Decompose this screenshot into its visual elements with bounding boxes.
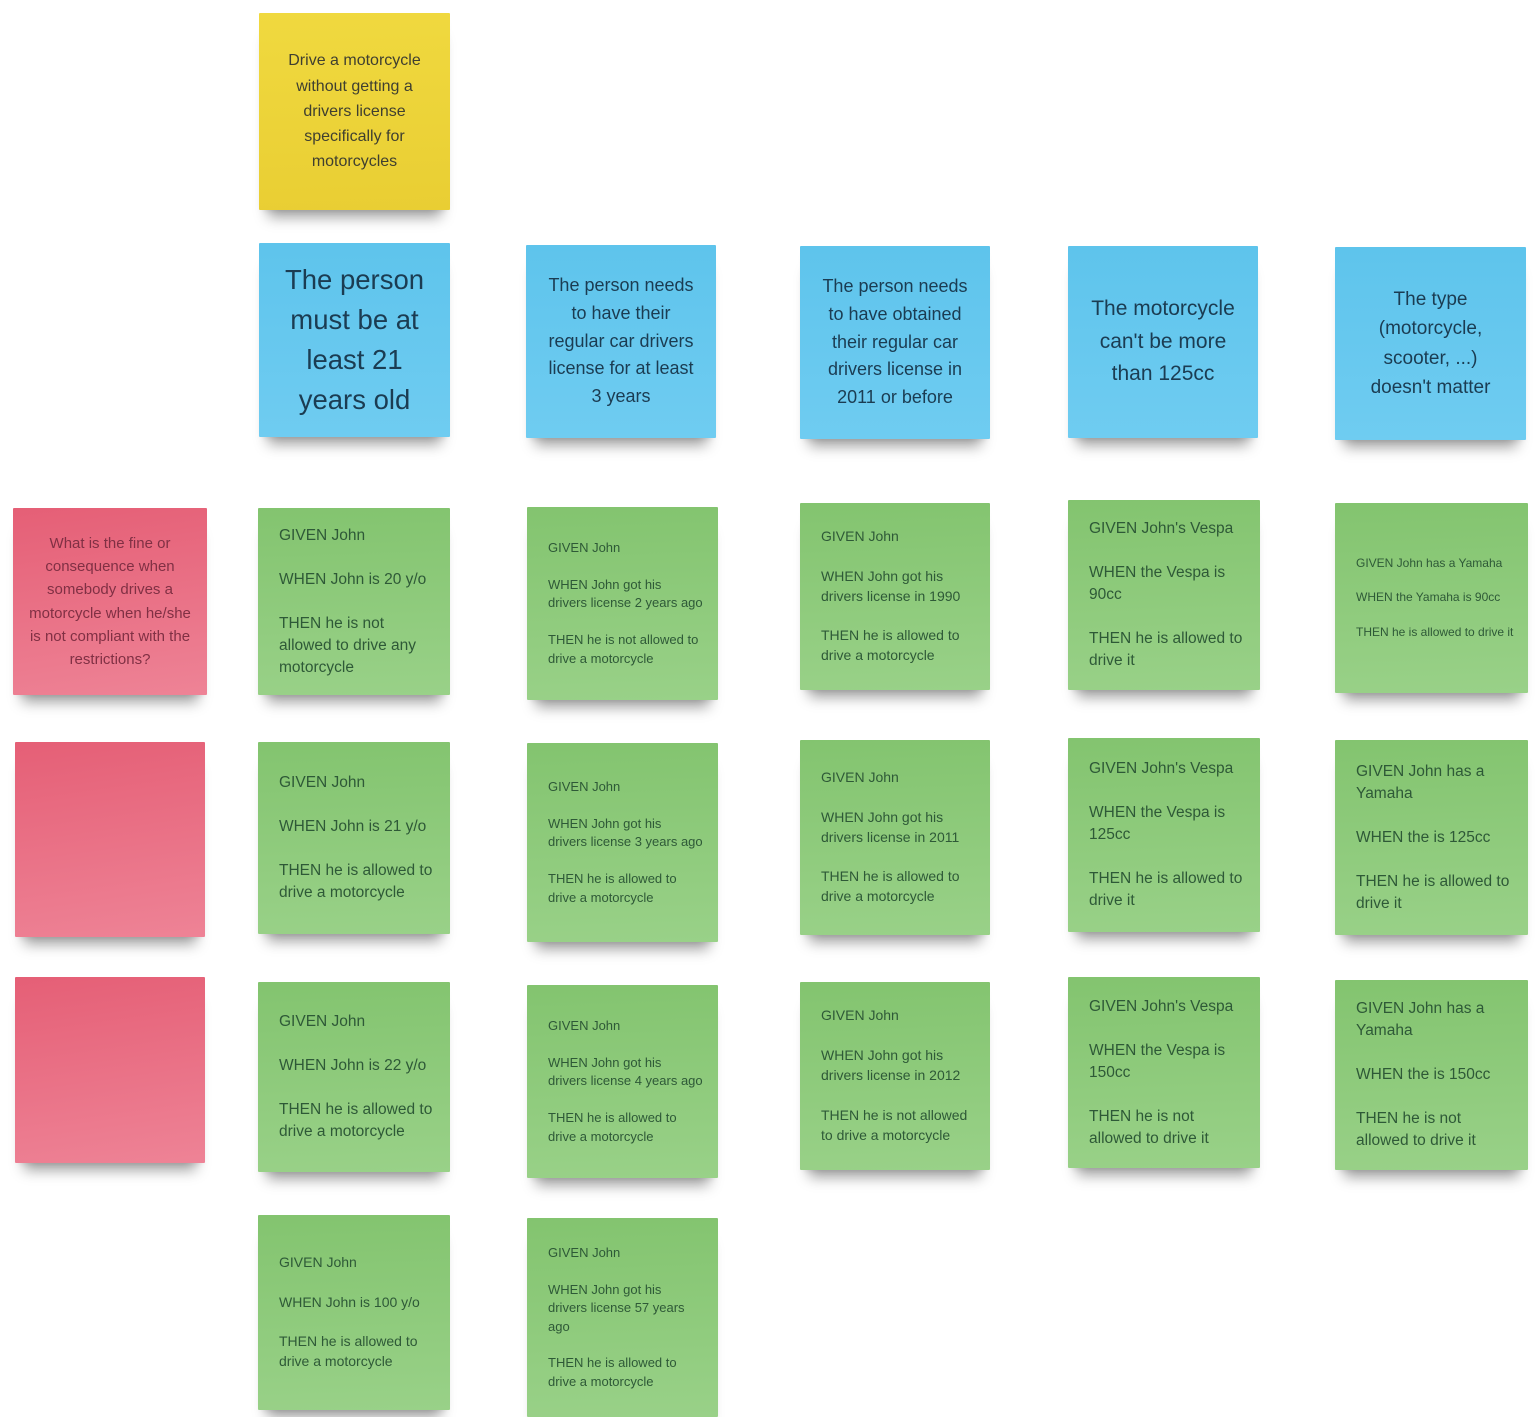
example-note-text: GIVEN John WHEN John got his drivers lic… — [548, 778, 703, 905]
rule-note-4[interactable]: The motorcycle can't be more than 125cc — [1068, 246, 1258, 438]
example-note-c1-r4[interactable]: GIVEN John WHEN John is 100 y/o THEN he … — [258, 1215, 450, 1410]
rule-note-5[interactable]: The type (motorcycle, scooter, ...) does… — [1335, 247, 1526, 440]
example-note-c5-r3[interactable]: GIVEN John has a Yamaha WHEN the is 150c… — [1335, 980, 1528, 1170]
rule-note-1[interactable]: The person must be at least 21 years old — [259, 243, 450, 437]
example-note-c4-r3[interactable]: GIVEN John's Vespa WHEN the Vespa is 150… — [1068, 977, 1260, 1168]
example-note-c2-r1[interactable]: GIVEN John WHEN John got his drivers lic… — [527, 507, 718, 700]
example-note-text: GIVEN John's Vespa WHEN the Vespa is 125… — [1089, 760, 1243, 909]
rule-note-text: The motorcycle can't be more than 125cc — [1091, 297, 1235, 386]
example-note-c4-r1[interactable]: GIVEN John's Vespa WHEN the Vespa is 90c… — [1068, 500, 1260, 690]
rule-note-text: The type (motorcycle, scooter, ...) does… — [1370, 288, 1491, 398]
example-note-text: GIVEN John WHEN John is 22 y/o THEN he i… — [279, 1013, 433, 1140]
question-note-text: What is the fine or consequence when som… — [29, 534, 191, 668]
example-note-text: GIVEN John WHEN John got his drivers lic… — [821, 1007, 968, 1143]
example-note-c3-r1[interactable]: GIVEN John WHEN John got his drivers lic… — [800, 503, 990, 690]
example-note-c5-r1[interactable]: GIVEN John has a Yamaha WHEN the Yamaha … — [1335, 503, 1528, 693]
rule-note-text: The person must be at least 21 years old — [284, 263, 425, 416]
example-note-text: GIVEN John has a Yamaha WHEN the is 150c… — [1356, 1000, 1491, 1149]
example-note-c1-r2[interactable]: GIVEN John WHEN John is 21 y/o THEN he i… — [258, 742, 450, 934]
example-note-c3-r3[interactable]: GIVEN John WHEN John got his drivers lic… — [800, 982, 990, 1170]
story-note[interactable]: Drive a motorcycle without getting a dri… — [259, 13, 450, 210]
rule-note-3[interactable]: The person needs to have obtained their … — [800, 246, 990, 439]
story-note-text: Drive a motorcycle without getting a dri… — [288, 52, 421, 171]
example-note-text: GIVEN John's Vespa WHEN the Vespa is 150… — [1089, 997, 1234, 1147]
example-note-text: GIVEN John WHEN John got his drivers lic… — [821, 527, 961, 664]
example-note-c3-r2[interactable]: GIVEN John WHEN John got his drivers lic… — [800, 740, 990, 935]
example-note-c1-r3[interactable]: GIVEN John WHEN John is 22 y/o THEN he i… — [258, 982, 450, 1172]
rule-note-text: The person needs to have obtained their … — [822, 275, 968, 408]
example-note-text: GIVEN John WHEN John is 100 y/o THEN he … — [279, 1253, 420, 1370]
example-note-text: GIVEN John WHEN John got his drivers lic… — [548, 1244, 685, 1389]
example-note-text: GIVEN John has a Yamaha WHEN the is 125c… — [1356, 762, 1510, 912]
example-note-text: GIVEN John WHEN John is 21 y/o THEN he i… — [279, 774, 433, 901]
question-note-1[interactable]: What is the fine or consequence when som… — [13, 508, 207, 695]
rule-note-2[interactable]: The person needs to have their regular c… — [526, 245, 716, 438]
question-note-2[interactable] — [15, 742, 205, 937]
example-note-text: GIVEN John WHEN John got his drivers lic… — [548, 539, 703, 666]
question-note-3[interactable] — [15, 977, 205, 1163]
example-note-c2-r3[interactable]: GIVEN John WHEN John got his drivers lic… — [527, 985, 718, 1178]
rule-note-text: The person needs to have their regular c… — [548, 274, 694, 407]
example-note-c2-r4[interactable]: GIVEN John WHEN John got his drivers lic… — [527, 1218, 718, 1417]
example-note-text: GIVEN John WHEN John got his drivers lic… — [821, 768, 960, 905]
example-note-text: GIVEN John WHEN John got his drivers lic… — [548, 1017, 703, 1144]
example-note-text: GIVEN John's Vespa WHEN the Vespa is 90c… — [1089, 520, 1243, 669]
example-note-text: GIVEN John has a Yamaha WHEN the Yamaha … — [1356, 556, 1514, 639]
example-note-text: GIVEN John WHEN John is 20 y/o THEN he i… — [279, 526, 427, 676]
example-note-c5-r2[interactable]: GIVEN John has a Yamaha WHEN the is 125c… — [1335, 740, 1528, 935]
example-note-c2-r2[interactable]: GIVEN John WHEN John got his drivers lic… — [527, 743, 718, 942]
example-note-c1-r1[interactable]: GIVEN John WHEN John is 20 y/o THEN he i… — [258, 508, 450, 695]
example-note-c4-r2[interactable]: GIVEN John's Vespa WHEN the Vespa is 125… — [1068, 738, 1260, 932]
